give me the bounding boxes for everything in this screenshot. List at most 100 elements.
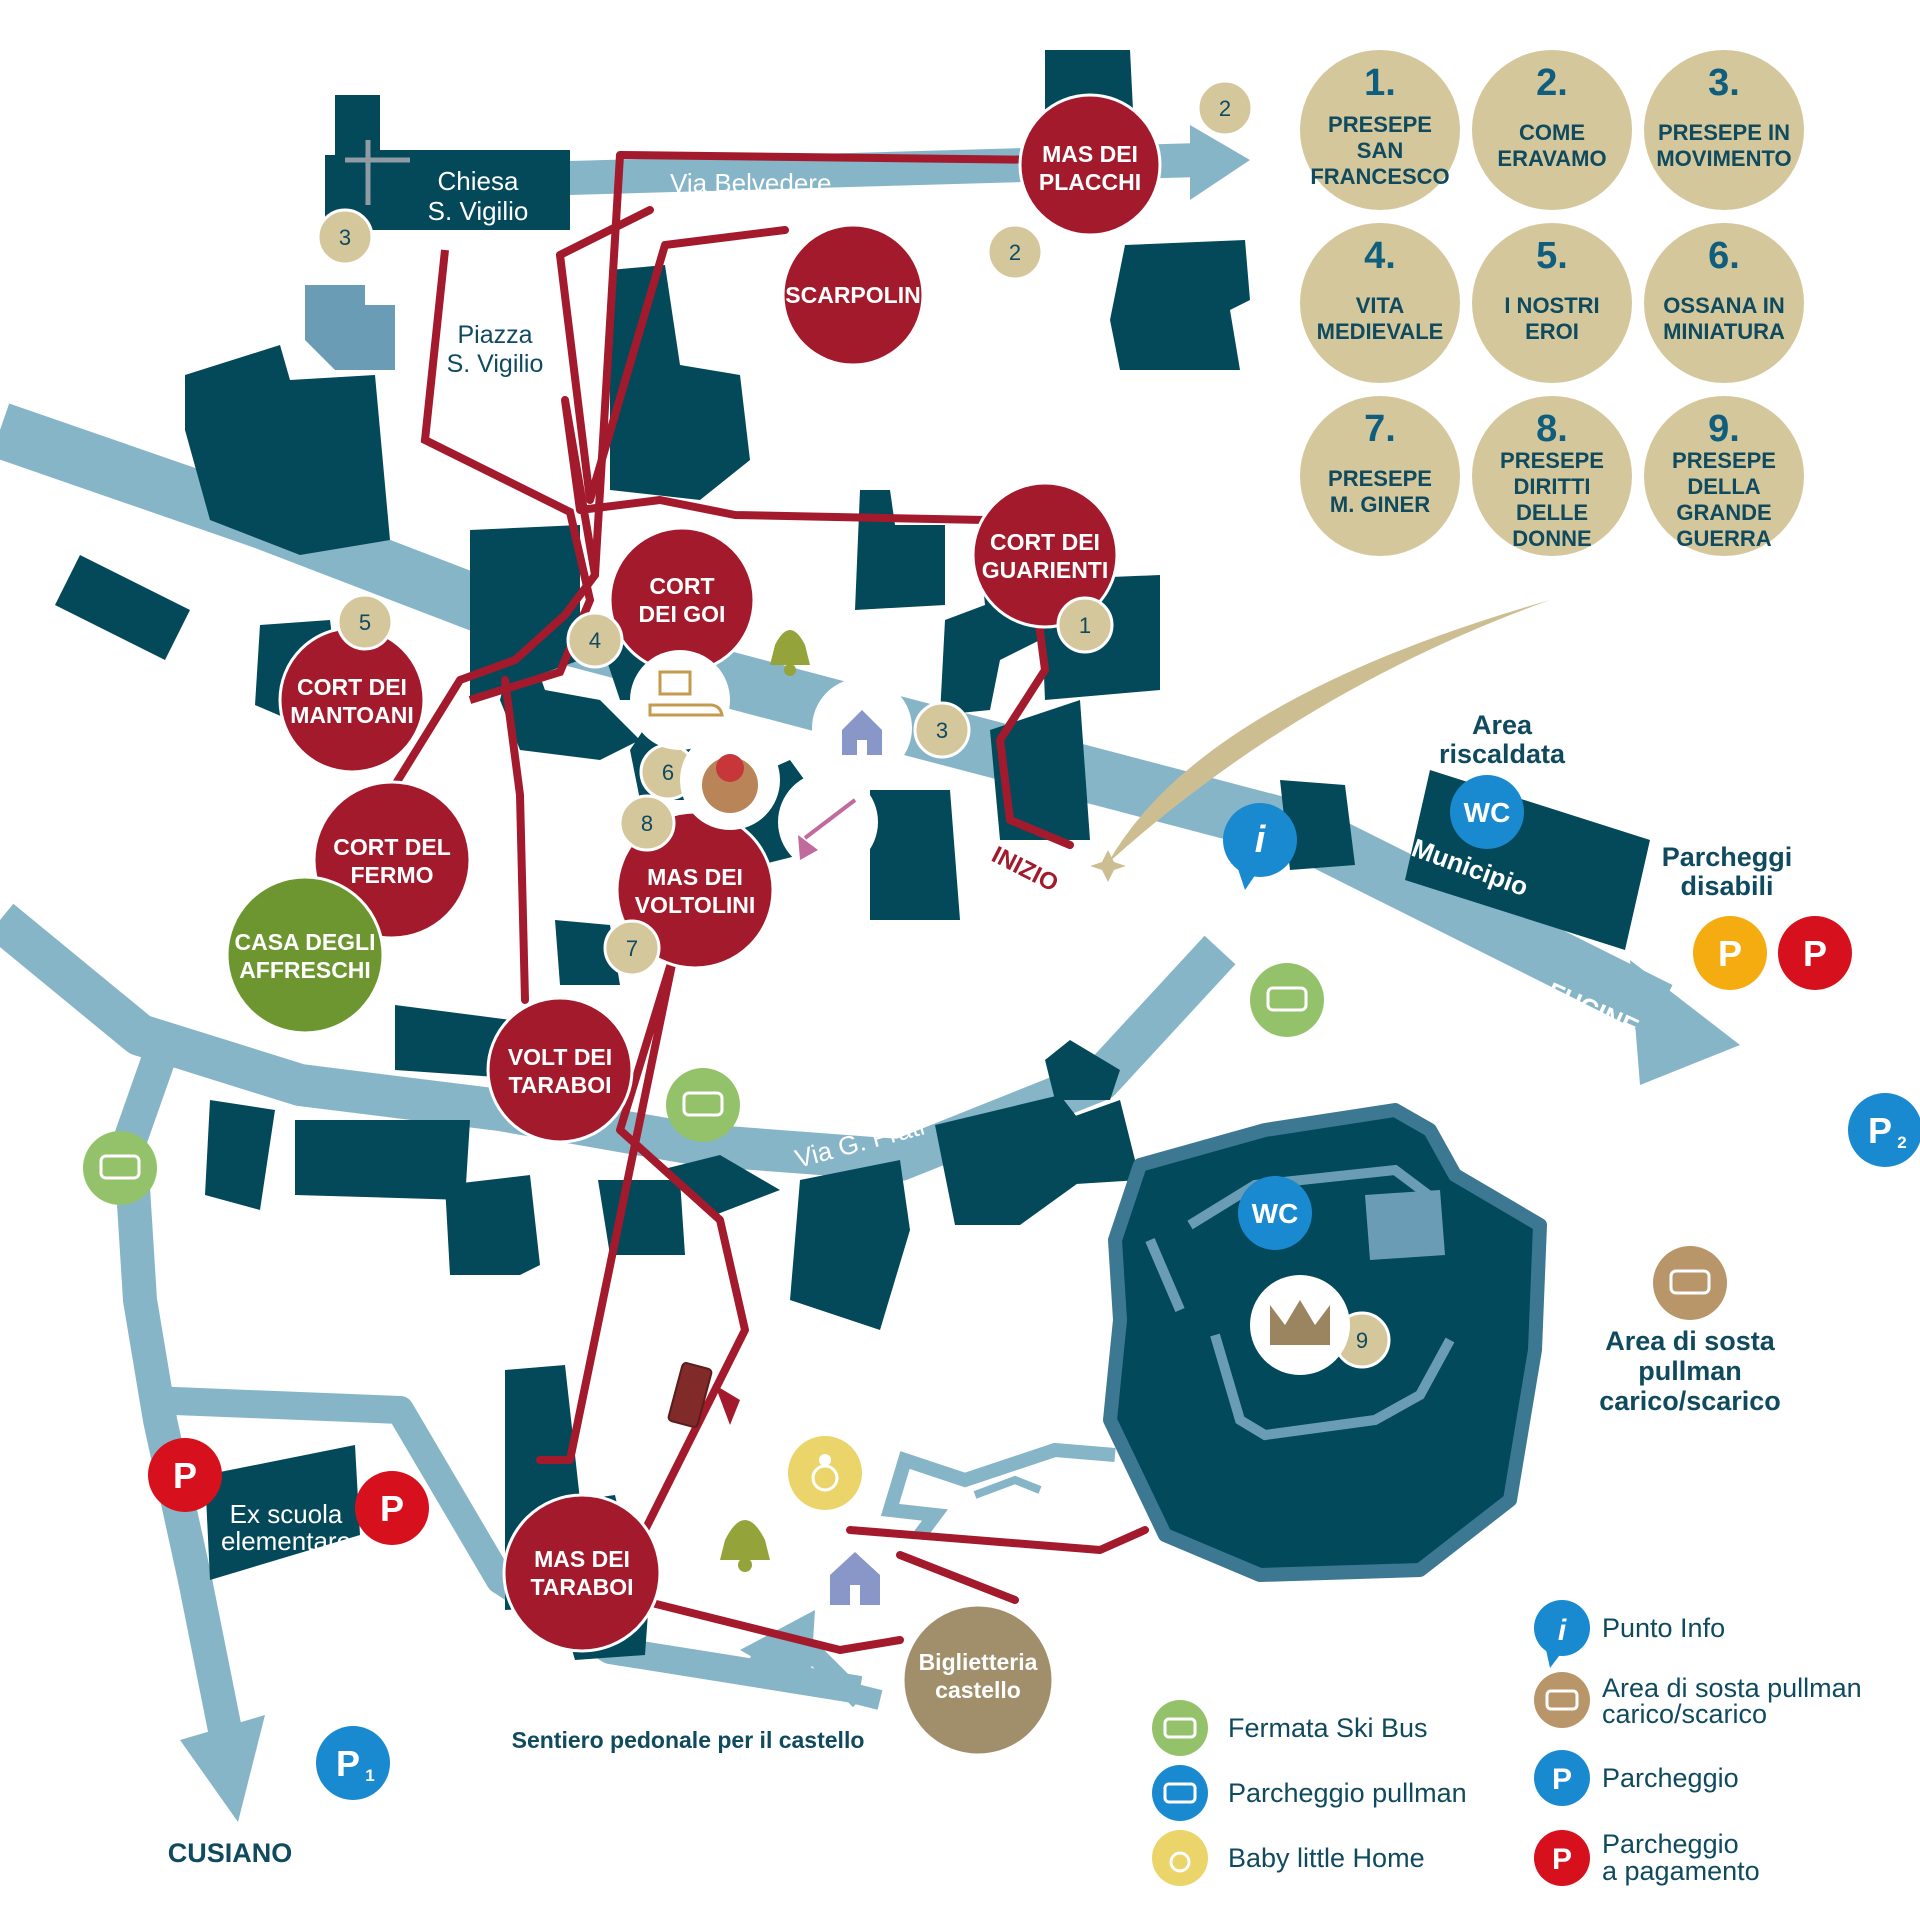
bus-stop-1[interactable] (1250, 963, 1324, 1037)
parking-pagamento-scuola-1[interactable]: P (148, 1438, 222, 1512)
presepe-line: PRESEPE (1328, 112, 1432, 137)
label-cusiano: CUSIANO (168, 1838, 293, 1868)
label-ex-scuola-1: Ex scuola (230, 1499, 343, 1529)
stop-mas-placchi[interactable]: MAS DEI PLACCHI (1018, 93, 1162, 237)
marker-1[interactable]: 1 (1056, 596, 1114, 654)
parking-pagamento-1[interactable]: P (1778, 916, 1852, 990)
bell-icon (770, 630, 810, 676)
label-chiesa-1: Chiesa (438, 166, 519, 196)
marker-4[interactable]: 4 (566, 611, 624, 669)
stop-scarpolin[interactable]: SCARPOLIN (781, 223, 925, 367)
stop-mas-voltolini[interactable]: MAS DEI VOLTOLINI (615, 810, 775, 970)
wc-municipio[interactable]: WC (1450, 775, 1524, 849)
svg-text:P: P (173, 1455, 197, 1496)
svg-text:Fermata Ski Bus: Fermata Ski Bus (1228, 1713, 1428, 1743)
svg-text:6: 6 (662, 760, 674, 785)
stop-cort-goi[interactable]: CORT DEI GOI (608, 526, 756, 674)
bus-icon (1163, 1717, 1197, 1739)
svg-text:CORT DEI: CORT DEI (990, 529, 1100, 555)
crown-icon (1250, 1275, 1350, 1375)
label-sosta-3: carico/scarico (1599, 1386, 1781, 1416)
wc-castle[interactable]: WC (1238, 1176, 1312, 1250)
svg-text:P: P (1868, 1110, 1892, 1151)
route-belvedere (591, 151, 1059, 579)
legend-skibus: Fermata Ski Bus (1152, 1700, 1428, 1756)
label-sosta-2: pullman (1638, 1356, 1742, 1386)
presepe-line: FRANCESCO (1310, 164, 1449, 189)
marker-3a[interactable]: 3 (316, 208, 374, 266)
stop-biglietteria[interactable]: Biglietteria castello (901, 1603, 1055, 1757)
presepe-badge (1644, 50, 1804, 210)
presepe-line: DIRITTI (1514, 474, 1591, 499)
svg-text:CORT: CORT (649, 573, 714, 599)
presepe-line: PRESEPE (1672, 448, 1776, 473)
legend: Fermata Ski Bus Parcheggio pullman Baby … (1152, 1600, 1862, 1886)
presepe-line: COME (1519, 120, 1585, 145)
label-inizio: INIZIO (987, 841, 1062, 897)
marker-8[interactable]: 8 (618, 794, 676, 852)
parking-p1[interactable]: P 1 (316, 1726, 390, 1800)
legend-sosta: Area di sosta pullman carico/scarico (1534, 1672, 1862, 1729)
parking-p2[interactable]: P 2 (1848, 1093, 1920, 1167)
marker-5[interactable]: 5 (336, 593, 394, 651)
marker-2a[interactable]: 2 (1196, 79, 1254, 137)
stop-cort-guarienti[interactable]: CORT DEI GUARIENTI (971, 481, 1119, 629)
presepe-number: 2. (1536, 62, 1568, 104)
svg-text:4: 4 (589, 628, 601, 653)
cross-icon (345, 140, 410, 205)
pacifier-icon (788, 1436, 862, 1510)
info-point[interactable]: i (1223, 803, 1297, 890)
route-voltolini (501, 676, 529, 1004)
nativity-house-icon-2 (830, 1552, 880, 1605)
marker-7[interactable]: 7 (603, 919, 661, 977)
bus-icon (682, 1091, 724, 1117)
presepe-number: 5. (1536, 235, 1568, 277)
bus-stop-3[interactable] (83, 1131, 157, 1205)
parking-pagamento-scuola-2[interactable]: P (355, 1471, 429, 1545)
church: Chiesa S. Vigilio (345, 140, 528, 226)
bus-parking-sosta[interactable] (1653, 1246, 1727, 1320)
presepe-badge (1472, 50, 1632, 210)
sleigh-gift-icon (630, 650, 730, 750)
svg-text:3: 3 (936, 718, 948, 743)
label-piazza-2: S. Vigilio (447, 350, 544, 378)
presepe-number: 9. (1708, 408, 1740, 450)
svg-text:DEI GOI: DEI GOI (639, 601, 726, 627)
presepe-line: PRESEPE IN (1658, 120, 1790, 145)
bus-stop-2[interactable] (666, 1068, 740, 1142)
svg-text:Biglietteria: Biglietteria (919, 1649, 1038, 1675)
fucine-arrow (1630, 960, 1740, 1085)
stop-casa-affreschi[interactable]: CASA DEGLI AFFRESCHI (225, 875, 385, 1035)
route-biglietteria (636, 1596, 904, 1654)
bus-icon (1266, 986, 1308, 1012)
stop-mas-taraboi[interactable]: MAS DEI TARABOI (502, 1493, 662, 1653)
parking-disabili[interactable]: P (1693, 916, 1767, 990)
presepe-number: 8. (1536, 408, 1568, 450)
svg-text:2: 2 (1219, 96, 1231, 121)
label-via-belvedere: Via Belvedere (670, 168, 831, 198)
presepe-line: OSSANA IN (1663, 293, 1784, 318)
stop-cort-mantoani[interactable]: CORT DEI MANTOANI (278, 626, 426, 774)
svg-text:1: 1 (1079, 613, 1091, 638)
svg-text:CORT DEL: CORT DEL (333, 834, 451, 860)
svg-text:7: 7 (626, 936, 638, 961)
svg-text:2: 2 (1009, 240, 1021, 265)
marker-2b[interactable]: 2 (986, 223, 1044, 281)
label-area-riscaldata-2: riscaldata (1439, 739, 1566, 769)
presepe-line: PRESEPE (1328, 466, 1432, 491)
legend-info: i Punto Info (1534, 1600, 1725, 1668)
befana-broom-icon (778, 772, 878, 872)
presepe-line: PRESEPE (1500, 448, 1604, 473)
svg-text:carico/scarico: carico/scarico (1602, 1699, 1767, 1729)
sentiero-arrow (740, 1610, 815, 1690)
svg-text:TARABOI: TARABOI (508, 1072, 611, 1098)
presepe-badge (1472, 396, 1632, 556)
road-scuola (149, 1386, 863, 1704)
stop-volt-taraboi[interactable]: VOLT DEI TARABOI (486, 996, 634, 1144)
marker-3b[interactable]: 3 (913, 701, 971, 759)
